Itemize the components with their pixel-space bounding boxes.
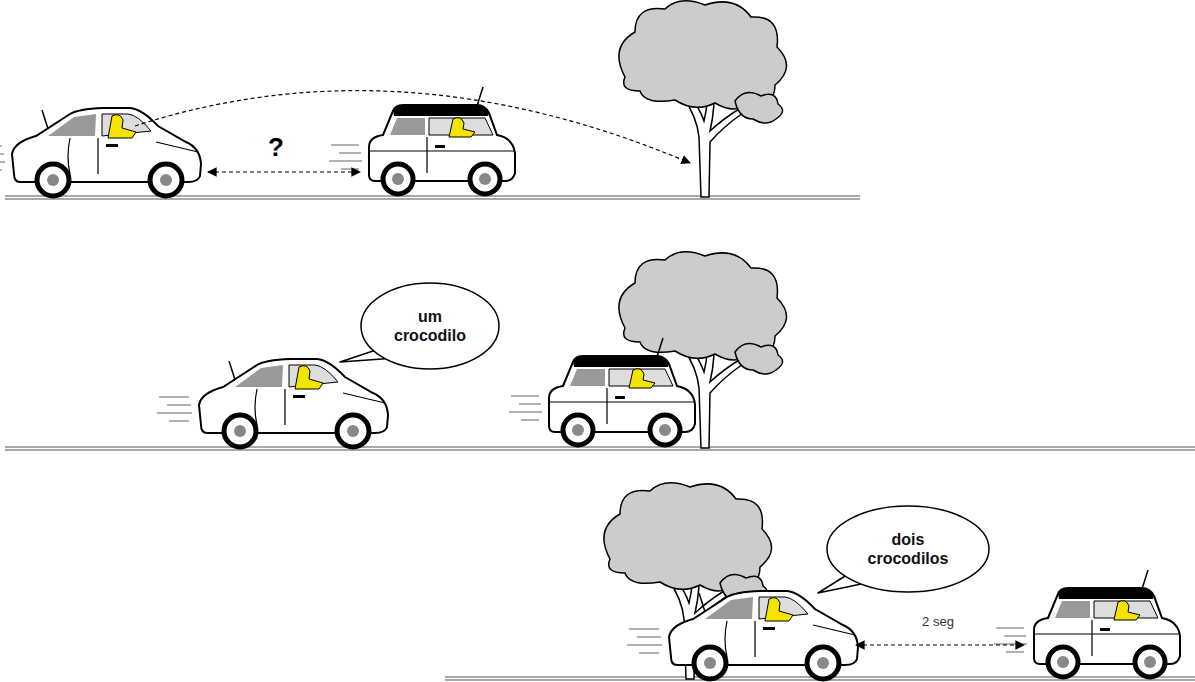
speech-bubble: dois crocodilos — [826, 505, 990, 593]
car — [157, 359, 388, 447]
car — [509, 338, 695, 445]
bubble-text: dois crocodilos — [856, 530, 960, 568]
bubble-outline — [360, 282, 500, 370]
car — [627, 591, 858, 679]
time-label: 2 seg — [919, 614, 957, 629]
sight-arc — [135, 91, 690, 163]
road-line — [5, 196, 860, 199]
road-line — [5, 447, 1195, 450]
distance-arrow — [856, 644, 1024, 645]
speech-bubble: um crocodilo — [360, 282, 500, 370]
question-mark: ? — [265, 132, 287, 163]
distance-arrow — [208, 171, 360, 172]
car — [329, 87, 515, 194]
bubble-text: um crocodilo — [390, 307, 470, 345]
tree — [619, 1, 787, 197]
car — [994, 570, 1180, 677]
car — [0, 108, 201, 196]
bubble-outline — [826, 505, 990, 593]
